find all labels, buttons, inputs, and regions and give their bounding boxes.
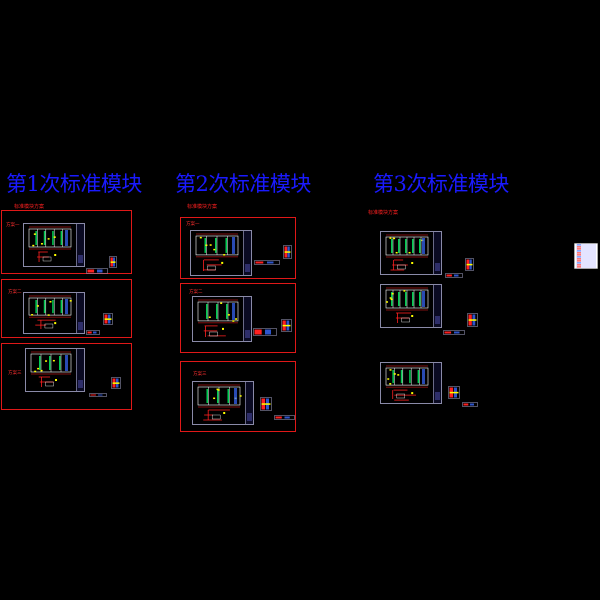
floor-plan-drawing — [28, 226, 72, 262]
detail-fragment — [465, 256, 474, 271]
scheme-frame[interactable]: 方案一 — [180, 217, 296, 279]
column-title: 第3次标准模块 — [373, 172, 509, 196]
title-block — [76, 349, 84, 391]
detail-fragment — [103, 310, 113, 325]
column-title: 第1次标准模块 — [6, 172, 142, 196]
column-subtitle: 标准模块方案 — [368, 210, 399, 216]
detail-fragment — [260, 396, 272, 411]
scheme-label: 方案二 — [8, 290, 22, 295]
scheme-label: 方案一 — [186, 222, 200, 227]
scheme-frame[interactable]: 方案二 — [1, 279, 132, 338]
floor-plan-drawing — [30, 351, 72, 387]
floor-plan-drawing — [197, 384, 242, 421]
detail-fragment-drawing — [462, 402, 478, 407]
detail-fragment — [86, 320, 100, 335]
title-block — [245, 382, 253, 424]
detail-fragment — [253, 321, 277, 336]
drawing-sheet[interactable] — [380, 362, 442, 404]
column-subtitle: 标准模块方案 — [187, 204, 218, 210]
column-title: 第2次标准模块 — [175, 172, 311, 196]
floor-plan-drawing — [385, 234, 429, 271]
detail-fragment — [445, 263, 463, 278]
legend-table-icon — [574, 243, 598, 269]
detail-fragment-drawing — [86, 268, 108, 274]
detail-fragment-drawing — [111, 377, 121, 389]
title-block — [76, 224, 84, 266]
drawing-sheet[interactable] — [192, 381, 254, 425]
detail-fragment — [86, 259, 108, 274]
floor-plan-drawing — [195, 233, 239, 271]
scheme-label: 方案二 — [189, 290, 203, 295]
column-subtitle: 标准模块方案 — [14, 204, 45, 210]
title-block — [433, 285, 441, 327]
detail-fragment-drawing — [86, 330, 100, 335]
title-block — [433, 363, 441, 403]
title-block — [243, 231, 251, 275]
detail-fragment-drawing — [254, 260, 280, 265]
scheme-frame[interactable]: 方案二 — [180, 283, 296, 353]
detail-fragment — [448, 384, 460, 399]
detail-fragment — [109, 253, 117, 268]
drawing-sheet[interactable] — [23, 292, 85, 334]
detail-fragment — [89, 382, 107, 397]
scheme-label: 方案三 — [8, 371, 22, 376]
drawing-sheet[interactable] — [23, 223, 85, 267]
detail-fragment-drawing — [260, 397, 272, 411]
title-block — [243, 297, 251, 341]
detail-fragment-drawing — [103, 313, 113, 325]
scheme-label: 方案三 — [193, 372, 207, 377]
detail-fragment — [274, 405, 295, 420]
title-block — [76, 293, 84, 333]
detail-fragment-drawing — [283, 245, 292, 259]
detail-fragment-drawing — [109, 256, 117, 268]
floor-plan-drawing — [28, 295, 72, 329]
detail-fragment-drawing — [467, 313, 478, 327]
detail-fragment-drawing — [448, 386, 460, 399]
drawing-sheet[interactable] — [190, 230, 252, 276]
detail-fragment-drawing — [281, 319, 292, 332]
drawing-sheet[interactable] — [25, 348, 85, 392]
detail-fragment-drawing — [445, 273, 463, 278]
scheme-label: 方案一 — [6, 223, 20, 228]
floor-plan-drawing — [197, 299, 239, 337]
detail-fragment-drawing — [465, 258, 474, 271]
detail-fragment — [462, 392, 478, 407]
detail-fragment-drawing — [443, 330, 465, 335]
scheme-frame[interactable]: 方案三 — [1, 343, 132, 410]
detail-fragment — [283, 244, 292, 259]
detail-fragment-drawing — [89, 393, 107, 397]
drawing-sheet[interactable] — [192, 296, 252, 342]
detail-fragment — [443, 320, 465, 335]
drawing-sheet[interactable] — [380, 231, 442, 275]
detail-fragment — [281, 317, 292, 332]
title-block — [433, 232, 441, 274]
detail-fragment — [254, 250, 280, 265]
detail-fragment — [111, 374, 121, 389]
floor-plan-drawing — [385, 287, 429, 323]
drawing-sheet[interactable] — [380, 284, 442, 328]
scheme-frame[interactable]: 方案三 — [180, 361, 296, 432]
detail-fragment — [467, 312, 478, 327]
detail-fragment-drawing — [274, 415, 295, 420]
detail-fragment-drawing — [253, 328, 277, 336]
scheme-frame[interactable]: 方案一 — [1, 210, 132, 274]
floor-plan-drawing — [385, 365, 429, 401]
